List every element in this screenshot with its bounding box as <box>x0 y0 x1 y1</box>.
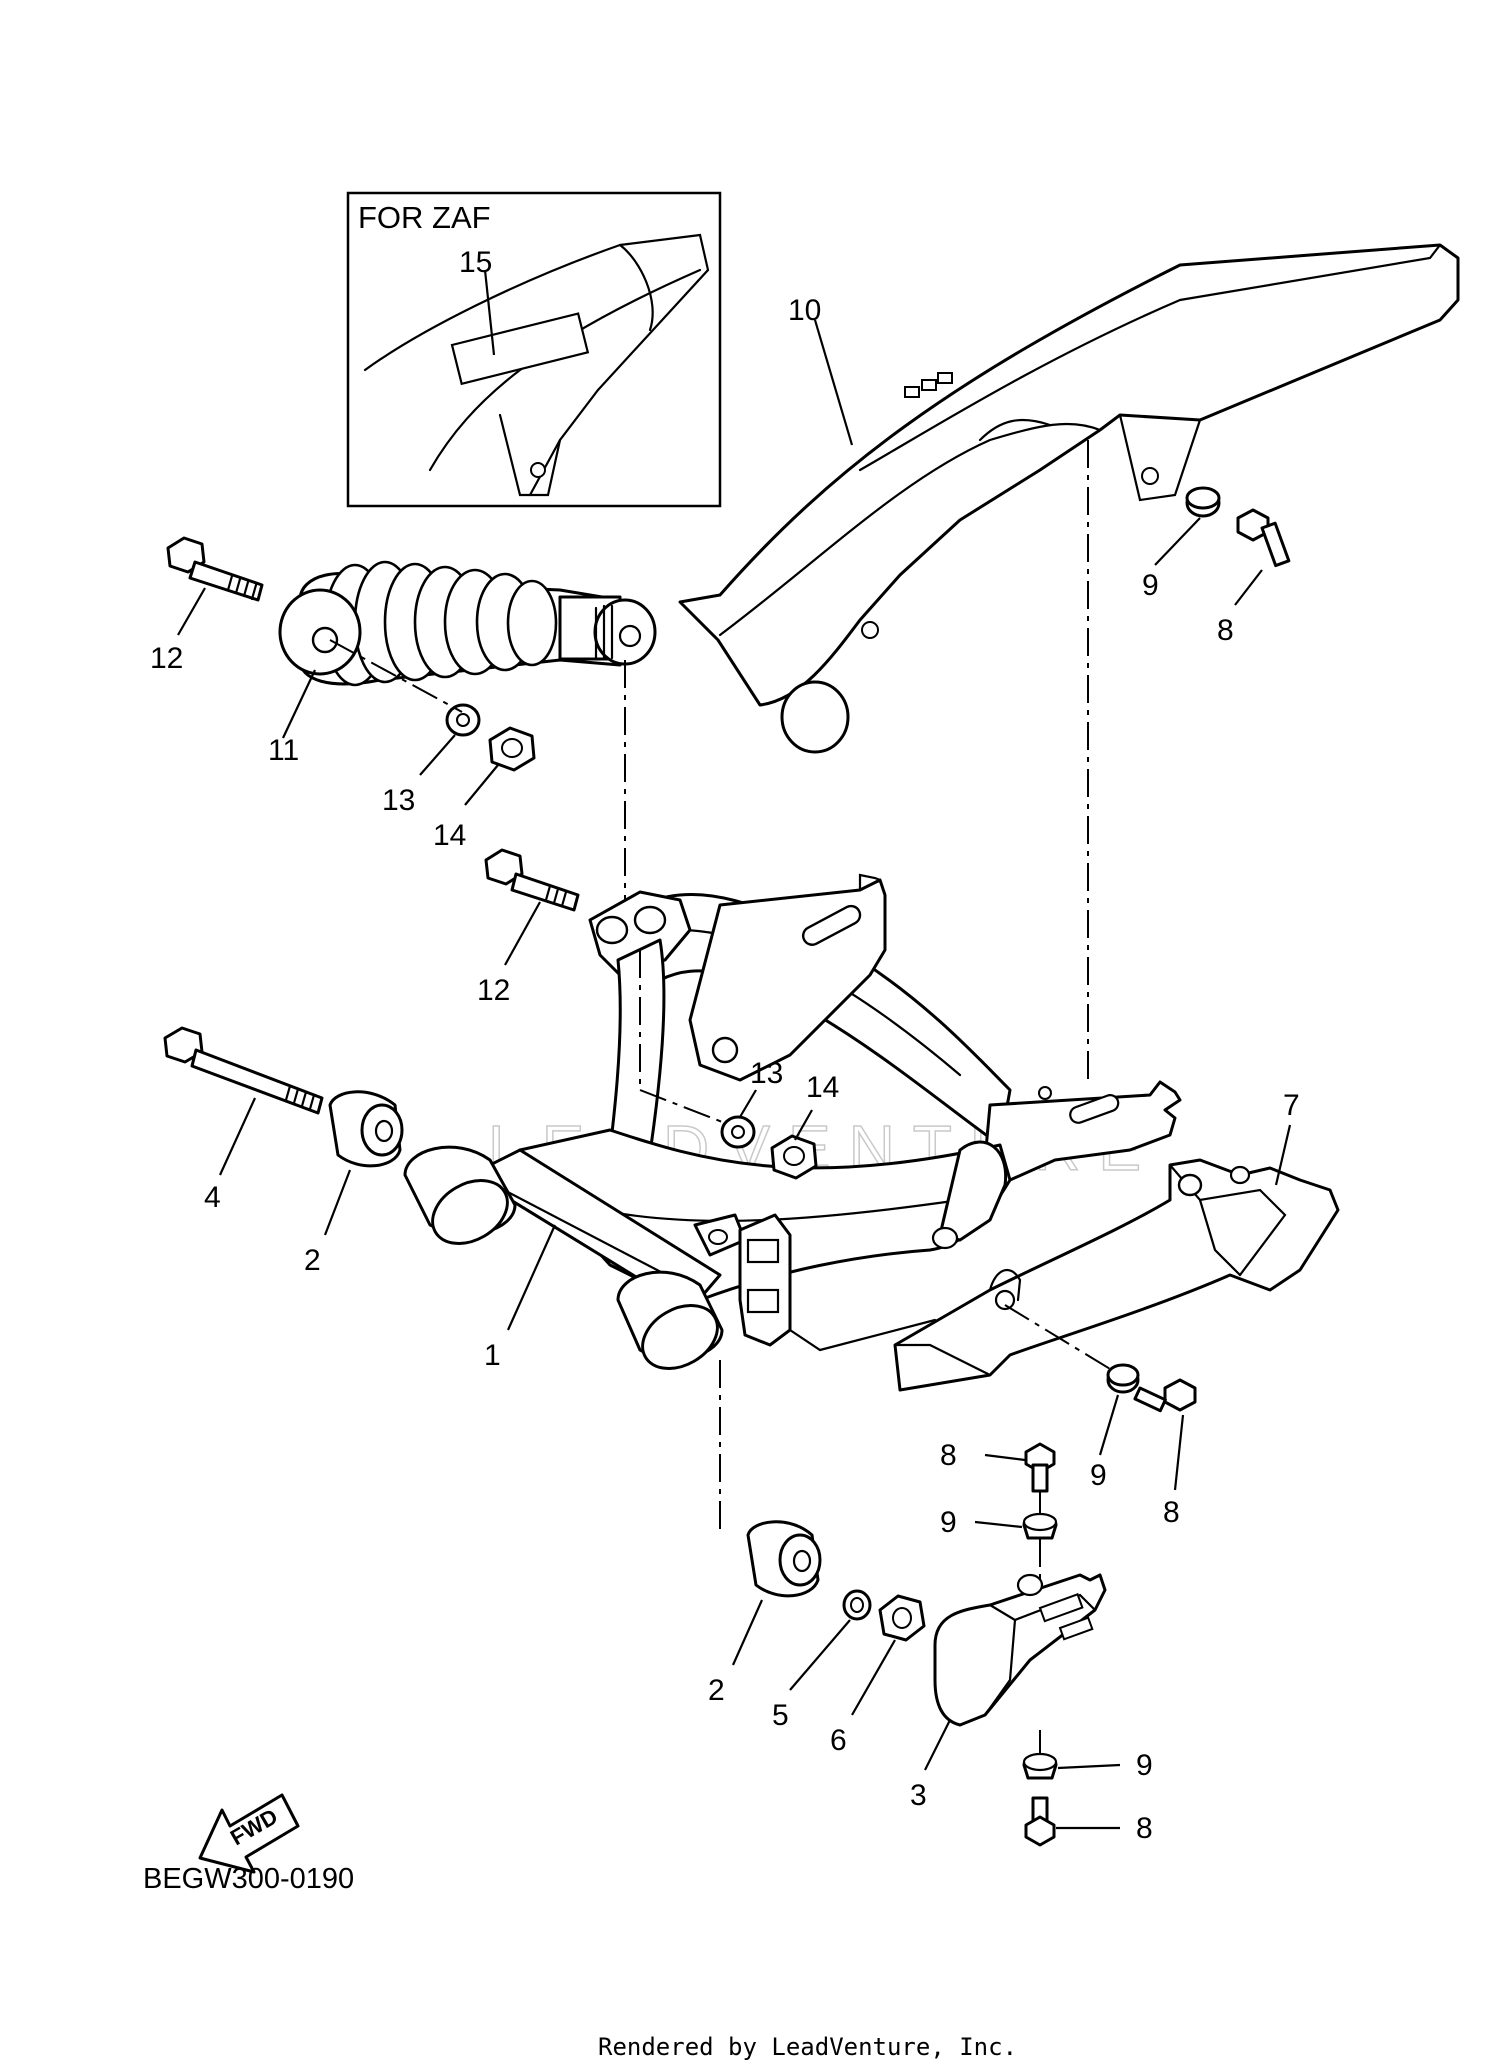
shock-fasteners-lower: 13 14 <box>639 950 839 1180</box>
pivot-washer-nut: 5 6 <box>772 1589 926 1757</box>
callout-4: 4 <box>204 1181 221 1214</box>
callout-6: 6 <box>830 1724 847 1757</box>
diagram-code: BEGW300-0190 <box>143 1863 354 1895</box>
inset-for-zaf: FOR ZAF 15 <box>346 191 722 508</box>
slider-fasteners: 9 8 <box>1004 1304 1197 1529</box>
callout-13-lower: 13 <box>750 1057 783 1090</box>
callout-7: 7 <box>1283 1089 1300 1122</box>
callout-9-guide-lower: 9 <box>1136 1749 1153 1782</box>
pivot-collar-front <box>403 1145 517 1245</box>
shock-fasteners-upper: 13 14 <box>382 703 536 852</box>
bushing-2-lower: 2 <box>708 1520 822 1707</box>
rear-fender-10: 10 <box>678 243 1460 754</box>
callout-2-upper: 2 <box>304 1244 321 1277</box>
label-decal-15 <box>450 312 590 386</box>
callout-12-lower: 12 <box>477 974 510 1007</box>
rendered-by-footer: Rendered by LeadVenture, Inc. <box>598 2033 1017 2061</box>
callout-8-guide-lower: 8 <box>1136 1812 1153 1845</box>
callout-9-guide-upper: 9 <box>940 1506 957 1539</box>
callout-15: 15 <box>459 246 492 279</box>
pivot-shaft-4: 4 <box>163 1026 324 1214</box>
swingarm-1: 1 <box>468 873 1182 1372</box>
rear-shock-absorber-11: 11 <box>268 560 657 767</box>
callout-10: 10 <box>788 294 821 327</box>
callout-12-upper: 12 <box>150 642 183 675</box>
shock-bolt-upper: 12 <box>150 536 264 675</box>
callout-8-guide-upper: 8 <box>940 1439 957 1472</box>
inset-label: FOR ZAF <box>358 200 491 235</box>
callout-14-lower: 14 <box>806 1071 839 1104</box>
callout-13-upper: 13 <box>382 784 415 817</box>
callout-1: 1 <box>484 1339 501 1372</box>
callout-3: 3 <box>910 1779 927 1812</box>
forward-arrow-icon: FWD <box>198 1793 300 1874</box>
callout-8-slider: 8 <box>1163 1496 1180 1529</box>
callout-11: 11 <box>268 734 299 767</box>
callout-8-fender: 8 <box>1217 614 1234 647</box>
callout-5: 5 <box>772 1699 789 1732</box>
callout-2-lower: 2 <box>708 1674 725 1707</box>
bushing-2-upper: 2 <box>304 1090 404 1277</box>
callout-14-upper: 14 <box>433 819 466 852</box>
pivot-collar-rear <box>616 1270 724 1370</box>
callout-9-fender: 9 <box>1142 569 1159 602</box>
fender-fasteners: 9 8 <box>1142 486 1291 647</box>
chain-guide-3: 8 9 3 9 8 <box>910 1439 1153 1847</box>
shock-bolt-lower: 12 <box>477 848 580 1007</box>
assembly-line-shock-lower <box>329 639 463 713</box>
chain-slider-7: 7 <box>893 1089 1340 1392</box>
callout-9-slider: 9 <box>1090 1459 1107 1492</box>
